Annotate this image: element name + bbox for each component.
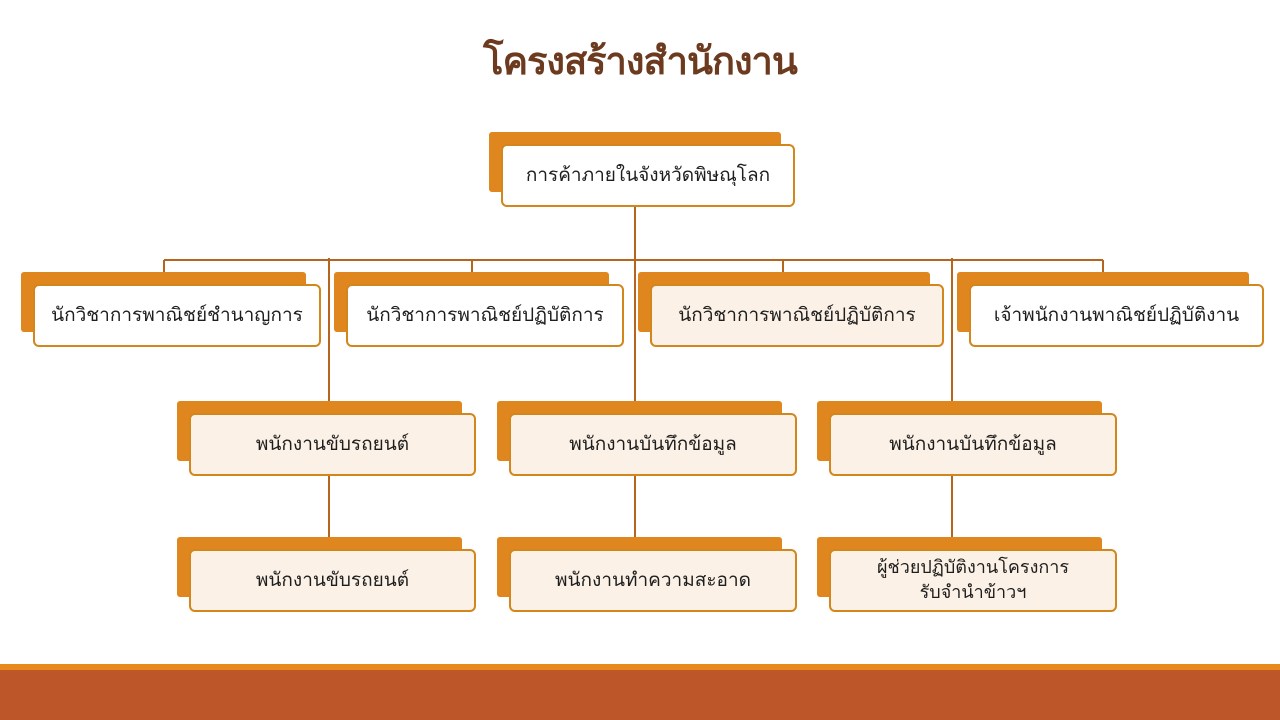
- org-node-label: นักวิชาการพาณิชย์ปฏิบัติการ: [366, 304, 604, 327]
- org-node-label: ผู้ช่วยปฏิบัติงานโครงการรับจำนำข้าวฯ: [876, 557, 1070, 603]
- page-title: โครงสร้างสำนักงาน: [483, 39, 798, 83]
- org-node-label: พนักงานทำความสะอาด: [555, 569, 751, 592]
- org-node-label: เจ้าพนักงานพาณิชย์ปฏิบัติงาน: [993, 304, 1240, 327]
- org-node-label: พนักงานบันทึกข้อมูล: [889, 433, 1057, 456]
- footer-accent-stripe: [0, 664, 1280, 670]
- footer-bar: [0, 670, 1280, 720]
- org-node-label: การค้าภายในจังหวัดพิษณุโลก: [525, 164, 771, 187]
- org-node-label: นักวิชาการพาณิชย์ปฏิบัติการ: [678, 304, 916, 327]
- org-node-label: นักวิชาการพาณิชย์ชำนาญการ: [51, 304, 303, 327]
- org-node-label: พนักงานบันทึกข้อมูล: [569, 433, 737, 456]
- org-node-label: พนักงานขับรถยนต์: [255, 569, 410, 592]
- org-node-label: พนักงานขับรถยนต์: [255, 433, 410, 456]
